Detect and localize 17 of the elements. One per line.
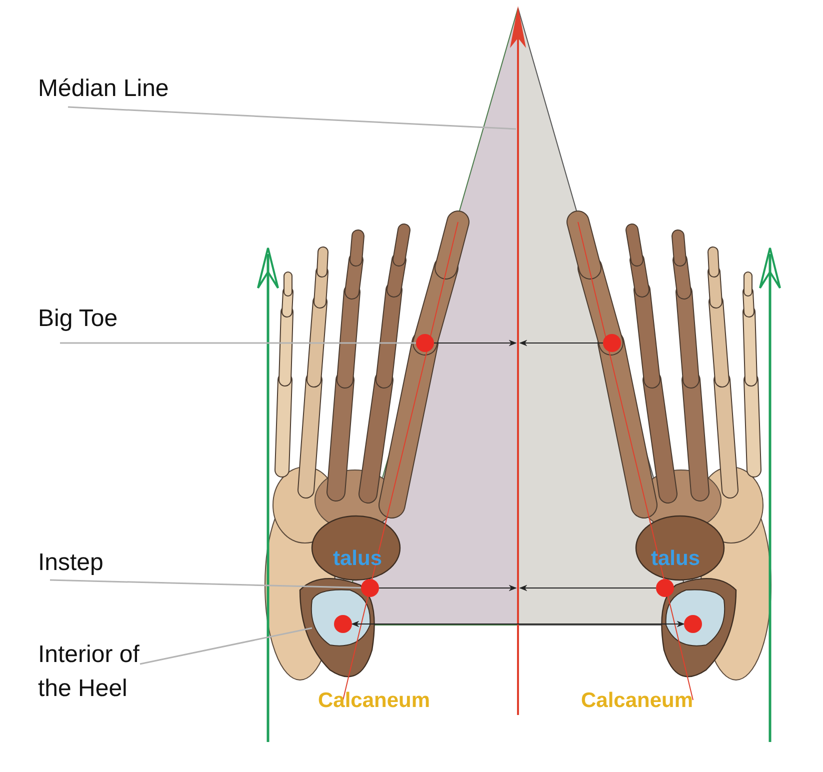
measurement-arrow (434, 340, 517, 346)
measurement-arrow (351, 620, 685, 628)
leader-line (140, 627, 312, 665)
bone-label: Calcaneum (581, 688, 694, 714)
leader-line (50, 579, 362, 589)
point-label: Big Toe (38, 302, 148, 336)
measurement-arrow (519, 584, 656, 592)
leader-line (68, 106, 516, 130)
bone-label: talus (651, 546, 700, 572)
leader-line (60, 342, 416, 344)
bone-label: talus (333, 546, 382, 572)
bone-label: Calcaneum (318, 688, 430, 714)
measurement-arrow (378, 584, 517, 592)
point-label: Interior of the Heel (38, 638, 173, 706)
measurement-arrow (519, 340, 604, 346)
point-label: Médian Line (38, 72, 208, 106)
point-label: Instep (38, 546, 128, 580)
